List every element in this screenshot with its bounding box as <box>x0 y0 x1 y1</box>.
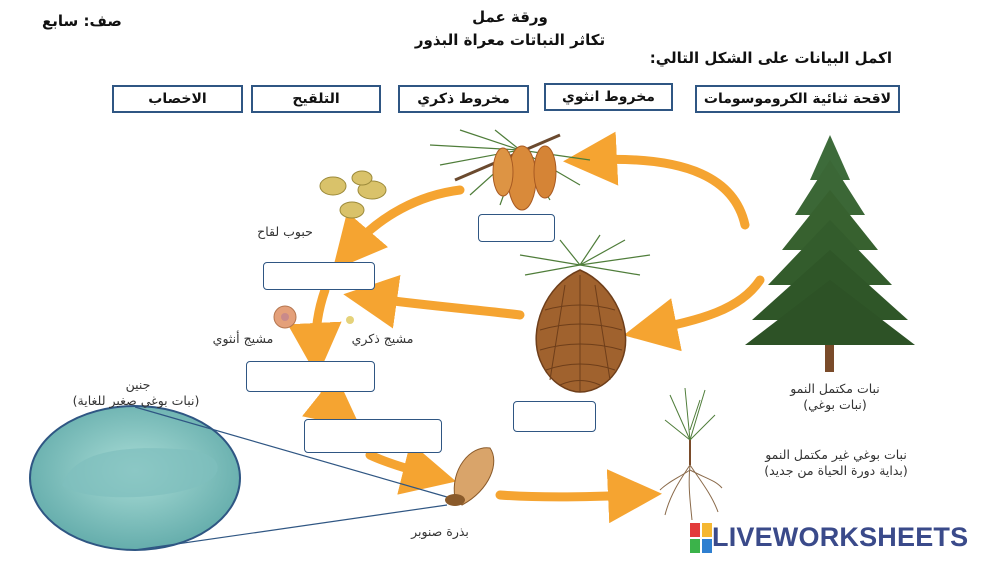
label-male-gametophyte: مشيج ذكري <box>335 331 430 347</box>
class-label: صف: سابع <box>42 12 122 30</box>
arrow-tree-to-male-cone <box>590 159 745 225</box>
label-embryo: جنين <box>98 377 178 393</box>
word-bank-male-cone[interactable]: مخروط ذكري <box>398 85 529 113</box>
worksheet-title: ورقة عمل <box>400 8 620 26</box>
mature-pine-tree <box>745 135 915 372</box>
arrow-gametes-to-zygote <box>325 393 340 412</box>
word-bank-female-cone[interactable]: مخروط انثوي <box>544 83 673 111</box>
label-embryo-note: (نبات بوغي صغير للغاية) <box>38 393 234 409</box>
label-mature-plant-note: (نبات بوغي) <box>770 397 900 413</box>
pine-seed <box>445 448 494 506</box>
live-logo-icon <box>690 523 712 553</box>
male-cone-branch <box>430 130 590 210</box>
label-pine-seed: بذرة صنوبر <box>390 524 490 540</box>
answer-box-male-cone[interactable] <box>478 214 555 242</box>
label-young-plant: نبات بوغي غير مكتمل النمو <box>716 447 956 463</box>
arrow-zygote-to-seed <box>370 455 430 475</box>
female-pine-cone <box>520 235 650 392</box>
label-mature-plant: نبات مكتمل النمو <box>770 381 900 397</box>
arrow-seed-to-seedling <box>500 495 635 497</box>
answer-box-pollination[interactable] <box>263 262 375 290</box>
label-female-gametophyte: مشيج أنثوي <box>198 331 288 347</box>
word-bank-zygote[interactable]: لاقحة ثنائية الكروموسومات <box>695 85 900 113</box>
arrow-female-cone-to-fertilization <box>370 298 520 315</box>
arrow-male-cone-to-pollen <box>350 190 460 250</box>
answer-box-fertilization[interactable] <box>246 361 375 392</box>
word-bank-pollination[interactable]: التلقيح <box>251 85 381 113</box>
label-pollen-grains: حبوب لقاح <box>245 224 325 240</box>
instruction-text: اكمل البيانات على الشكل التالي: <box>660 49 892 67</box>
arrow-tree-to-female-cone <box>650 280 760 330</box>
word-bank-fertilization[interactable]: الاخصاب <box>112 85 243 113</box>
label-young-plant-note: (بداية دورة الحياة من جديد) <box>716 463 956 479</box>
brand-name: LIVEWORKSHEETS <box>712 522 968 553</box>
answer-box-zygote[interactable] <box>304 419 442 453</box>
worksheet-subtitle: تكاثر النباتات معراة البذور <box>380 31 640 49</box>
pollen-grains <box>320 171 386 218</box>
arrow-pollen-to-gametes <box>316 290 325 350</box>
answer-box-female-cone[interactable] <box>513 401 596 432</box>
seedling <box>660 388 722 520</box>
liveworksheets-logo: LIVEWORKSHEETS <box>690 522 968 553</box>
